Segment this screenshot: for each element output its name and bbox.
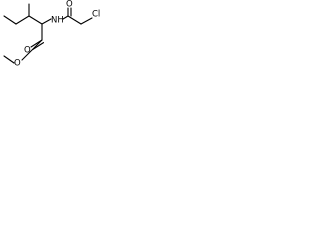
atom-labels: Cl O NH O O bbox=[14, 0, 100, 69]
atom-label-nh: NH bbox=[51, 16, 64, 26]
atom-label-ester-carbonyl-o: O bbox=[24, 46, 31, 56]
bond-ch2-cl bbox=[80, 17, 93, 25]
bond-ester-c-o bbox=[21, 39, 43, 61]
bonds bbox=[3, 3, 93, 64]
bond-nh-carbonyl bbox=[62, 15, 69, 20]
bond-to-alpha-carbon bbox=[28, 15, 43, 25]
atom-label-cl: Cl bbox=[92, 10, 100, 20]
atom-label-amide-o: O bbox=[66, 0, 73, 10]
bond-ethyl-ch2 bbox=[15, 15, 30, 25]
bond-carbonyl-ch2 bbox=[67, 15, 82, 25]
structure-diagram: Cl O NH O O bbox=[3, 0, 100, 69]
bond-ethyl-ch3 bbox=[3, 15, 17, 25]
atom-label-ester-o: O bbox=[14, 59, 21, 69]
bond-o-methyl bbox=[3, 55, 15, 64]
bond-alpha-nh bbox=[41, 18, 52, 25]
